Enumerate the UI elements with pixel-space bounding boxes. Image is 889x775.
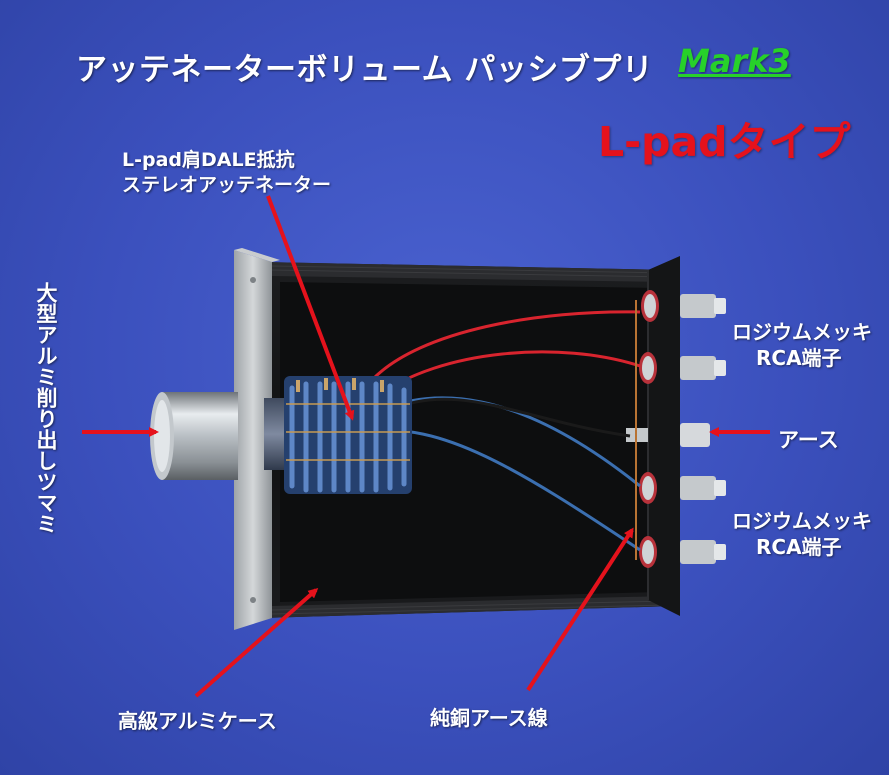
- knob-label: 大型アルミ削り出しツマミ: [34, 282, 58, 534]
- attenuator-label-line2: ステレオアッテネーター: [122, 174, 332, 196]
- rca-jack-4: [639, 536, 726, 568]
- attenuator-label-line1: L-pad肩DALE抵抗: [122, 149, 295, 171]
- rca-top-label-line1: ロジウムメッキ: [732, 320, 872, 344]
- page-title: アッテネーターボリューム パッシブプリ: [76, 52, 654, 88]
- copper-wire-label: 純銅アース線: [430, 706, 548, 730]
- knob: [150, 392, 238, 480]
- rca-bottom-label-line1: ロジウムメッキ: [732, 509, 872, 533]
- front-panel: [234, 248, 280, 630]
- aluminum-case: [262, 262, 676, 618]
- callout-arrows: [82, 195, 770, 698]
- earth-label: アース: [778, 428, 839, 452]
- rca-jack-1: [641, 290, 726, 322]
- type-label: L-padタイプ: [598, 118, 851, 166]
- case-label: 高級アルミケース: [118, 709, 277, 733]
- rca-jack-2: [639, 352, 726, 384]
- rca-bottom-label-line2: RCA端子: [756, 535, 842, 559]
- rca-top-label-line2: RCA端子: [756, 346, 842, 370]
- model-mark: Mark3: [678, 42, 791, 80]
- rca-jack-3: [639, 472, 726, 504]
- stepped-attenuator: [264, 376, 412, 494]
